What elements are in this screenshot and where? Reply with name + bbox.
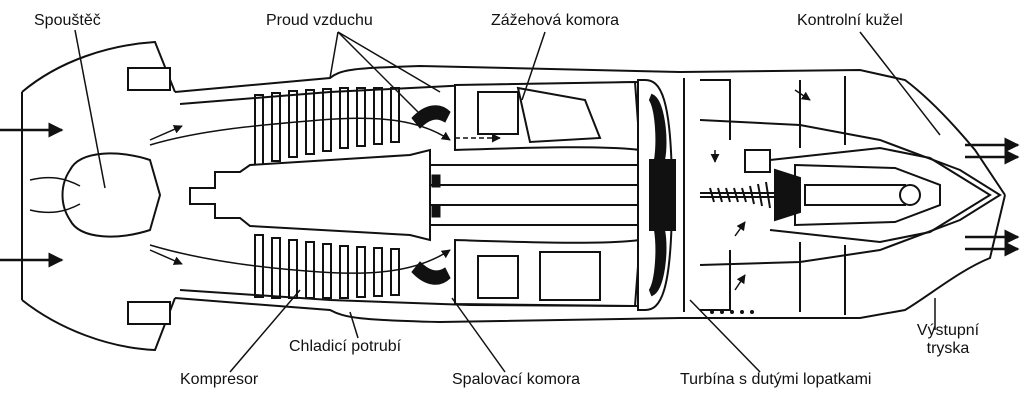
starter-body (61, 152, 162, 238)
label-exhaust-nozzle: Výstupní tryska (908, 322, 988, 358)
label-airflow: Proud vzduchu (266, 12, 373, 29)
intake-blocks (127, 67, 171, 325)
combustion-chambers (454, 80, 642, 308)
compressor-fins-bottom (254, 234, 400, 299)
label-combustion-chamber: Spalovací komora (452, 371, 581, 388)
label-ignition-chamber: Zážehová komora (491, 12, 620, 29)
turbine-spiral-shaft (700, 168, 921, 222)
airflow-paths (29, 89, 811, 291)
cooling-dots (710, 310, 754, 314)
label-control-cone: Kontrolní kužel (797, 12, 903, 29)
label-starter: Spouštěč (34, 12, 101, 29)
turbine-disc (637, 78, 685, 312)
central-shaft (189, 148, 641, 242)
label-exhaust-nozzle-line1: Výstupní (916, 322, 980, 339)
combustor-liners (411, 105, 451, 285)
leader-lines (74, 29, 941, 373)
flow-arrows (0, 122, 1020, 268)
label-exhaust-nozzle-line2: tryska (926, 340, 970, 357)
label-compressor: Kompresor (180, 371, 259, 388)
label-turbine: Turbína s dutými lopatkami (680, 371, 872, 388)
label-cooling-pipe: Chladicí potrubí (289, 338, 402, 355)
compressor-fins-top (254, 87, 400, 166)
